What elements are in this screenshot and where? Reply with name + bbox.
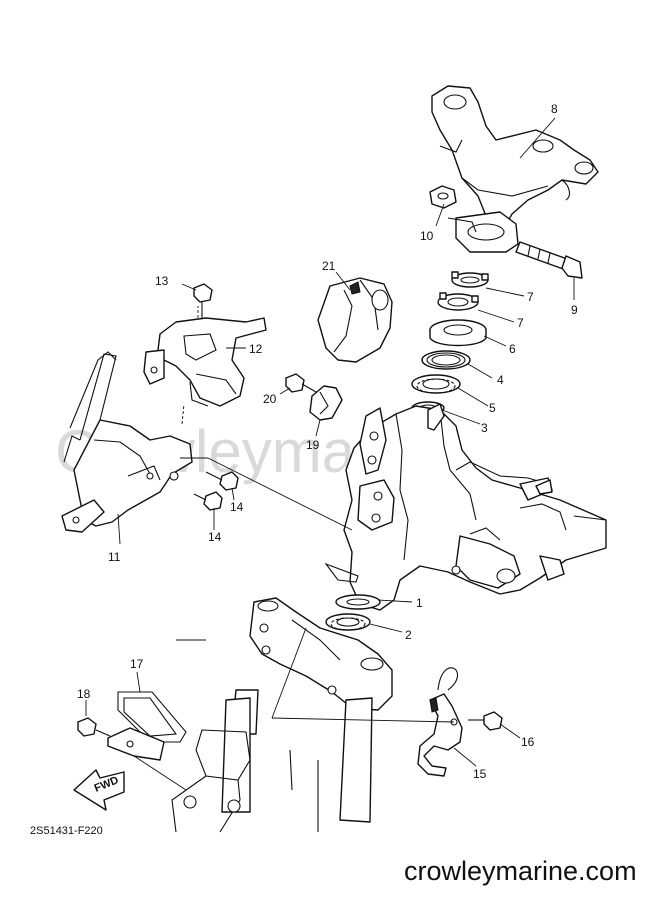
bolt-lower-part-14 [193, 491, 223, 511]
cable-holder-part-21 [317, 277, 393, 363]
callout-7-lower: 7 [517, 316, 524, 330]
callout-11: 11 [108, 550, 121, 564]
callout-19: 19 [306, 438, 320, 452]
callout-1: 1 [416, 596, 423, 610]
bolt-part-18 [77, 717, 111, 737]
callout-14-upper: 14 [230, 500, 244, 514]
race-part-1 [335, 594, 381, 610]
callout-6: 6 [509, 342, 516, 356]
callout-3: 3 [481, 421, 488, 435]
callout-13: 13 [155, 274, 169, 288]
seal-part-4 [421, 350, 471, 370]
bolt-part-13 [193, 283, 213, 318]
ring-nut-upper-part-7 [451, 271, 489, 288]
cable-guide-part-15 [417, 667, 463, 777]
bolt-part-9 [515, 241, 583, 279]
callout-18: 18 [77, 687, 91, 701]
callout-9: 9 [571, 303, 578, 317]
site-name: crowleymarine.com [404, 856, 637, 886]
bracket-part-12 [143, 306, 267, 407]
callout-10: 10 [420, 229, 434, 243]
guard-part-11 [61, 351, 193, 533]
callout-16: 16 [521, 735, 535, 749]
diagram-reference-code: 2S51431-F220 [30, 825, 103, 837]
leader-lines [85, 117, 575, 791]
callout-21: 21 [322, 259, 336, 273]
holder-part-17 [107, 691, 187, 761]
callout-14-lower: 14 [208, 530, 222, 544]
bolt-part-20 [285, 373, 317, 393]
clamp-part-19 [309, 385, 343, 421]
callout-12: 12 [249, 342, 263, 356]
callout-20: 20 [263, 392, 277, 406]
callout-4: 4 [497, 373, 504, 387]
callout-15: 15 [473, 767, 487, 781]
callout-2: 2 [405, 628, 412, 642]
bearing-part-5 [411, 374, 461, 394]
upper-bracket-part-8 [431, 85, 599, 253]
callout-7-upper: 7 [527, 290, 534, 304]
ring-nut-lower-part-7 [437, 292, 479, 311]
washer-part-6 [429, 319, 487, 347]
bolt-upper-part-14 [205, 471, 239, 491]
bolt-part-16 [468, 711, 503, 731]
lower-bracket-and-forks [171, 597, 393, 833]
callout-labels: 8 10 9 7 7 6 4 5 3 1 2 21 13 12 20 19 11… [77, 102, 578, 781]
frame-head-pipe [324, 403, 607, 611]
callout-17: 17 [130, 657, 144, 671]
callout-5: 5 [489, 401, 496, 415]
nut-part-10 [429, 185, 457, 209]
fwd-arrow-icon: FWD [73, 769, 125, 811]
bearing-part-2 [325, 613, 371, 631]
callout-8: 8 [551, 102, 558, 116]
